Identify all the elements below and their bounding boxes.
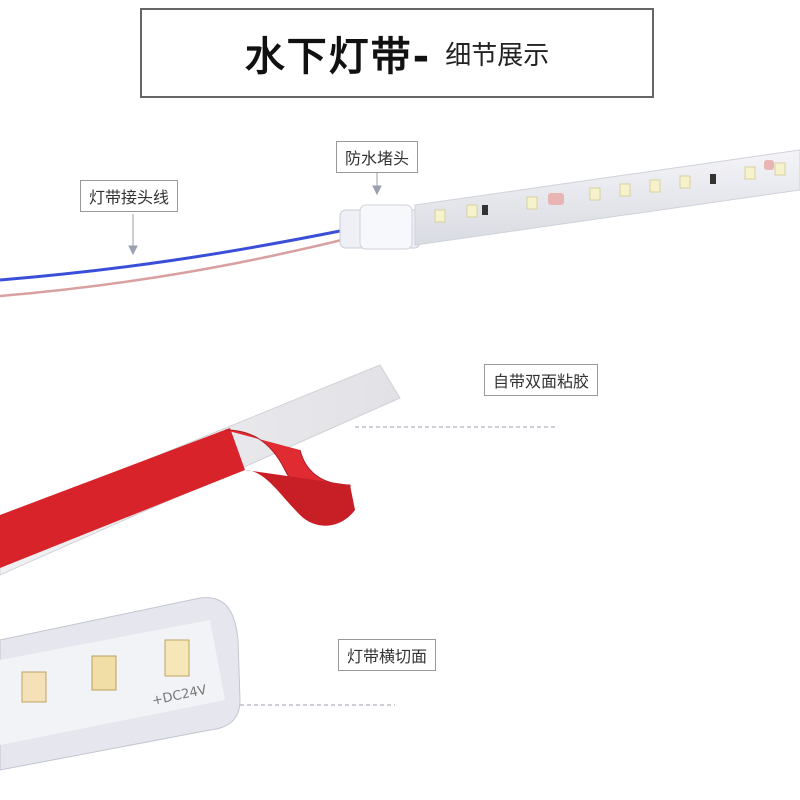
pointer-lines [128,172,555,706]
label-adhesive: 自带双面粘胶 [484,364,599,396]
label-cross-section: 灯带横切面 [338,639,437,671]
label-connector-wire: 灯带接头线 [80,180,179,212]
title-main: 水下灯带- [244,34,432,80]
waterproof-end-cap [339,204,421,250]
strip-cross-section [0,597,241,771]
title-subtitle: 细节展示 [445,40,550,71]
connector-wires [0,228,351,298]
title-box: 水下灯带- 细节展示 [140,8,654,98]
led-strip-top [414,149,800,246]
adhesive-strip [0,364,401,576]
label-waterproof-cap: 防水堵头 [336,141,419,173]
